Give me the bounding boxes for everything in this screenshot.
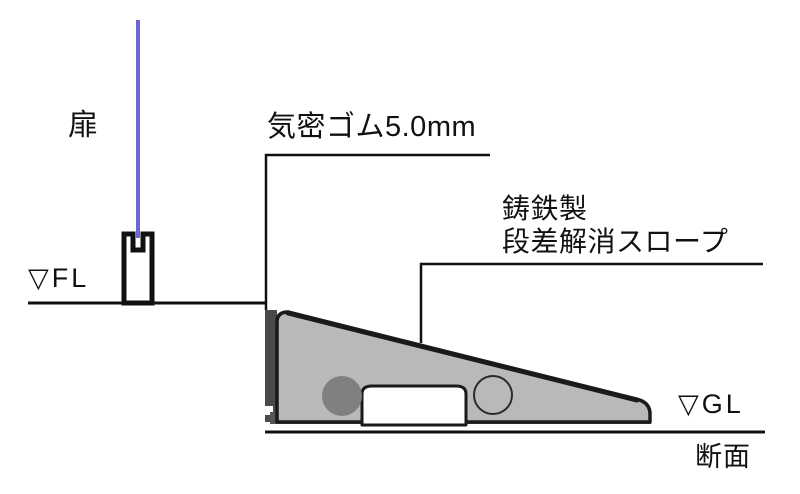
slope-leader-line xyxy=(419,262,763,343)
slope-material-label: 鋳鉄製 xyxy=(502,193,588,224)
slope-top-bevel xyxy=(285,310,640,403)
floor-level-label: ▽FL xyxy=(28,263,90,293)
rubber-seal-notch xyxy=(265,406,273,415)
rubber-seal-label: 気密ゴム5.0mm xyxy=(267,111,477,143)
slope-bottom-notch xyxy=(360,384,468,427)
ground-level-label: ▽GL xyxy=(678,389,744,419)
section-title-label: 断面 xyxy=(695,442,751,472)
door-label: 扉 xyxy=(68,109,98,142)
slope-name-label: 段差解消スロープ xyxy=(502,226,729,258)
rubber-seal-strip xyxy=(265,310,277,422)
cast-hole-outline xyxy=(473,375,513,415)
rubber-seal-leader-line xyxy=(264,153,490,310)
door-bottom-rail xyxy=(121,231,155,306)
cast-hole-filled xyxy=(322,376,362,416)
slope-callout-label: 鋳鉄製段差解消スロープ xyxy=(502,192,728,258)
